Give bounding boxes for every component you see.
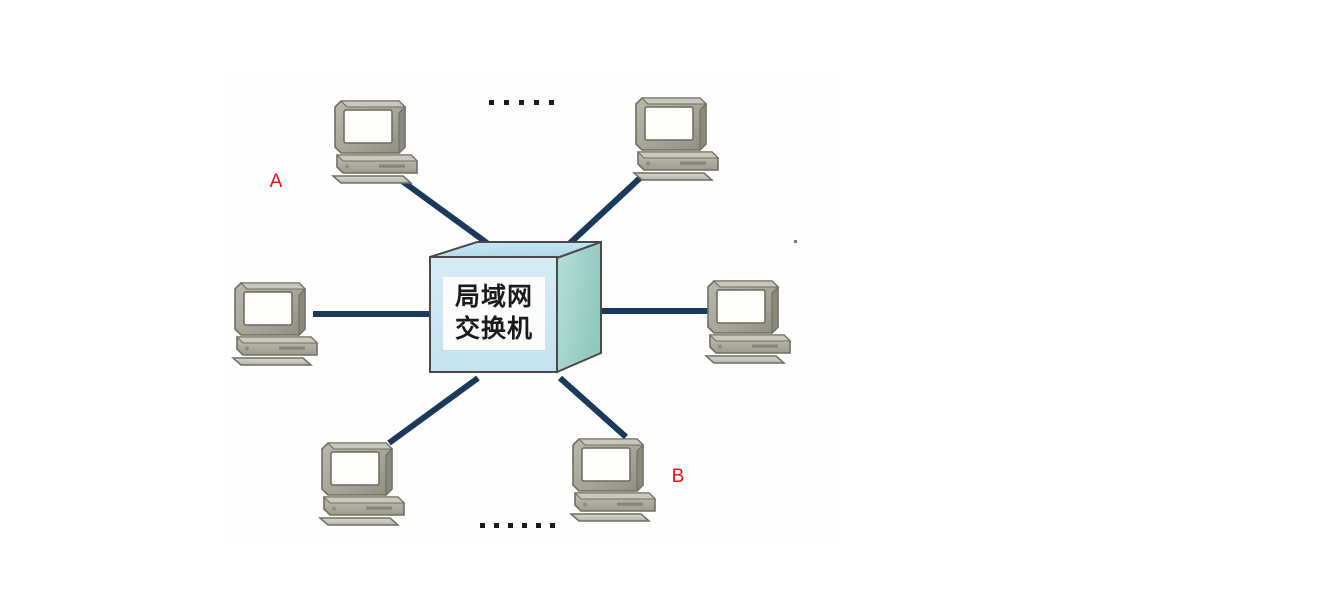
pc-top-right[interactable] bbox=[633, 97, 719, 181]
switch-side-face bbox=[556, 240, 602, 374]
pc-top-left[interactable] bbox=[332, 100, 418, 184]
switch-label-line1: 局域网 bbox=[455, 282, 533, 311]
pc-bottom-right[interactable] bbox=[570, 438, 656, 522]
link-switch-pc-bottom-left bbox=[387, 375, 480, 446]
switch-label-panel bbox=[443, 277, 545, 350]
label-a: A bbox=[270, 171, 283, 192]
pc-right[interactable] bbox=[705, 280, 791, 364]
link-switch-pc-top-left bbox=[396, 175, 489, 246]
switch-label-line2: 交换机 bbox=[455, 314, 533, 343]
ellipsis-top bbox=[489, 100, 554, 105]
ellipsis-bottom bbox=[480, 523, 555, 528]
connection-links bbox=[313, 175, 712, 446]
pc-left[interactable] bbox=[232, 282, 318, 366]
lan-switch[interactable]: 局域网 交换机 bbox=[429, 240, 602, 374]
stray-dot bbox=[794, 240, 797, 243]
label-b: B bbox=[672, 466, 685, 487]
link-switch-pc-top-right bbox=[565, 175, 643, 248]
pc-bottom-left[interactable] bbox=[319, 442, 405, 526]
link-switch-pc-bottom-right bbox=[558, 375, 628, 440]
